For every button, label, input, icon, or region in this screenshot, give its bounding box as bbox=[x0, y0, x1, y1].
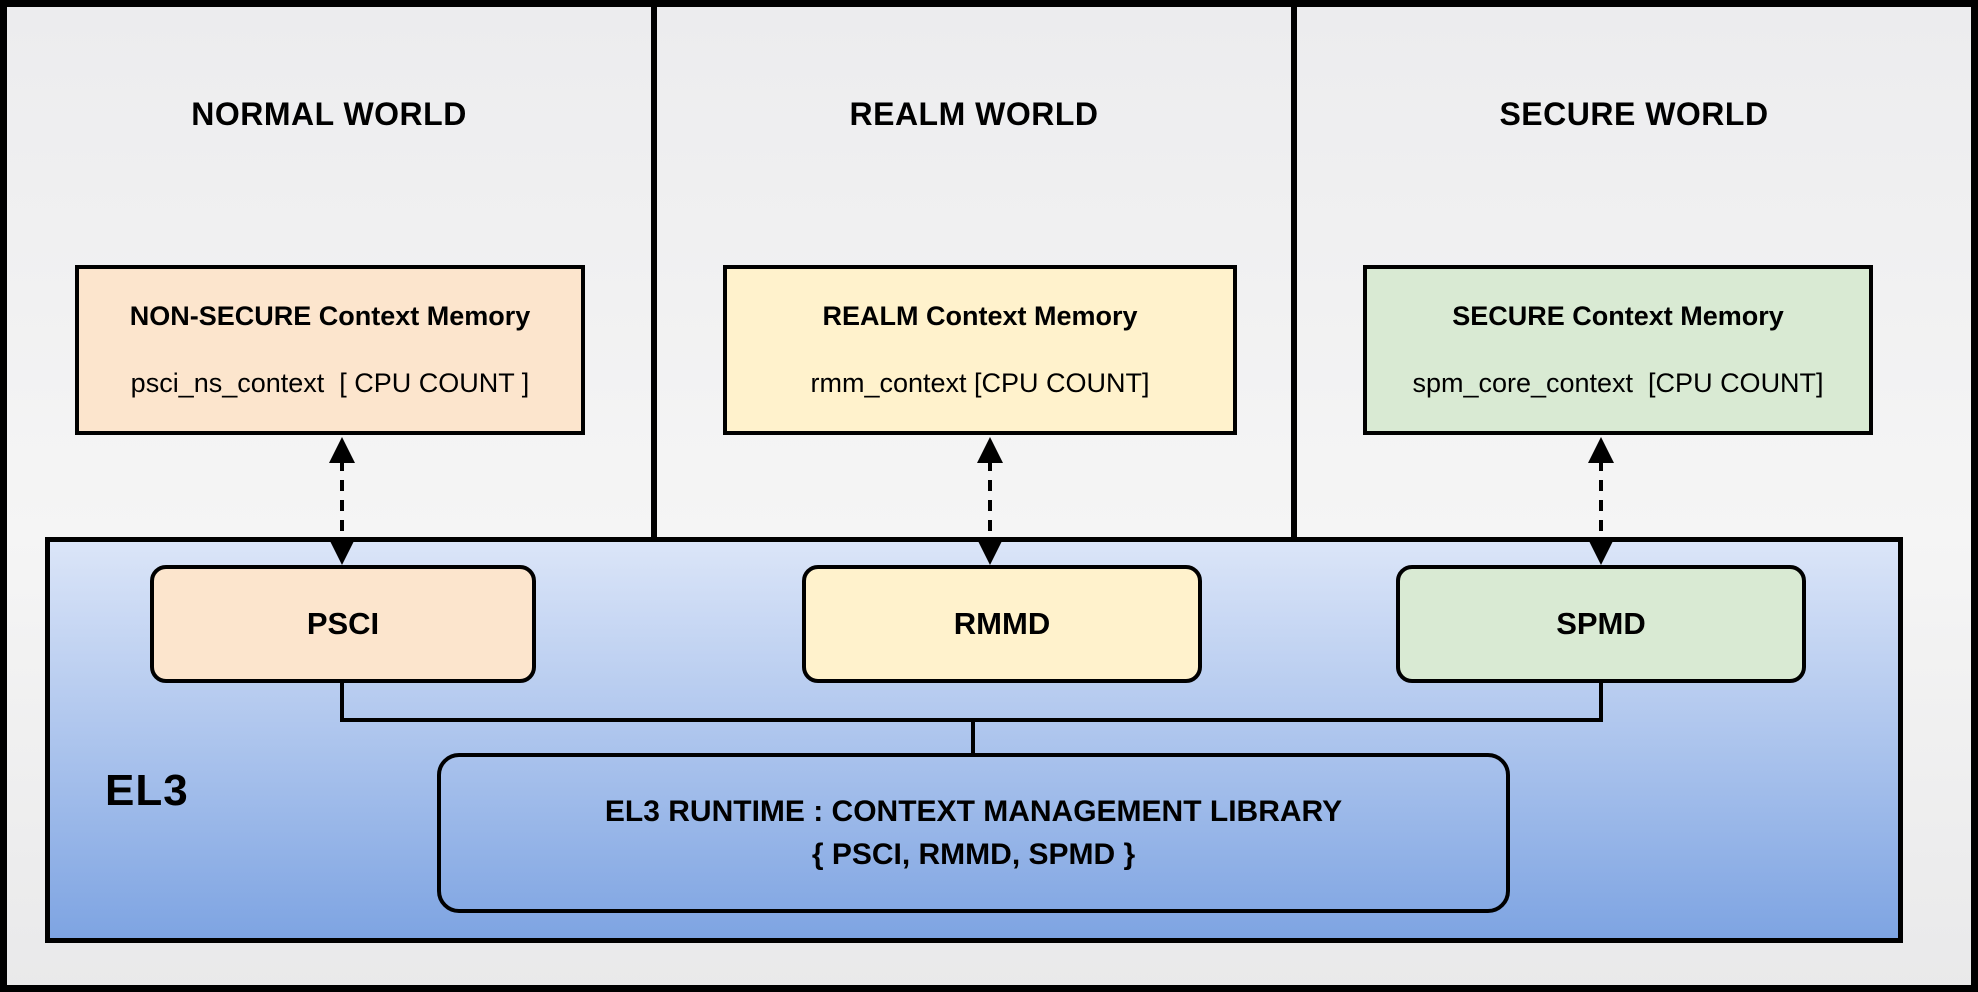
secure-context-array-label: spm_core_context [CPU COUNT] bbox=[1412, 368, 1824, 398]
realm-context-memory-title: REALM Context Memory bbox=[822, 301, 1138, 331]
el3-region-label: EL3 bbox=[105, 766, 189, 815]
runtime-connector-drop bbox=[971, 722, 975, 755]
secure-context-memory-box: SECURE Context Memory spm_core_context [… bbox=[1363, 265, 1873, 435]
connector-bus-line bbox=[340, 718, 1603, 722]
panel-divider-normal-realm bbox=[651, 0, 657, 539]
spmd-dispatcher-box: SPMD bbox=[1396, 565, 1806, 683]
realm-context-array-label: rmm_context [CPU COUNT] bbox=[810, 368, 1150, 398]
spmd-connector-stub bbox=[1599, 683, 1603, 720]
realm-world-sync-arrow bbox=[977, 437, 1003, 565]
non-secure-context-memory-title: NON-SECURE Context Memory bbox=[129, 301, 531, 331]
panel-divider-realm-secure bbox=[1291, 0, 1297, 539]
psci-dispatcher-box: PSCI bbox=[150, 565, 536, 683]
secure-world-title: SECURE WORLD bbox=[1499, 96, 1769, 132]
realm-context-memory-box: REALM Context Memory rmm_context [CPU CO… bbox=[723, 265, 1237, 435]
realm-world-title: REALM WORLD bbox=[849, 96, 1099, 132]
non-secure-context-array-label: psci_ns_context [ CPU COUNT ] bbox=[130, 368, 530, 398]
psci-connector-stub bbox=[340, 683, 344, 720]
el3-runtime-library-box: EL3 RUNTIME : CONTEXT MANAGEMENT LIBRARY… bbox=[437, 753, 1510, 913]
secure-world-sync-arrow bbox=[1588, 437, 1614, 565]
el3-runtime-library-line1: EL3 RUNTIME : CONTEXT MANAGEMENT LIBRARY bbox=[604, 794, 1343, 828]
normal-world-title: NORMAL WORLD bbox=[191, 96, 467, 132]
normal-world-sync-arrow bbox=[329, 437, 355, 565]
non-secure-context-memory-box: NON-SECURE Context Memory psci_ns_contex… bbox=[75, 265, 585, 435]
rmmd-dispatcher-box: RMMD bbox=[802, 565, 1202, 683]
secure-context-memory-title: SECURE Context Memory bbox=[1452, 301, 1784, 331]
el3-runtime-library-line2: { PSCI, RMMD, SPMD } bbox=[811, 838, 1136, 871]
